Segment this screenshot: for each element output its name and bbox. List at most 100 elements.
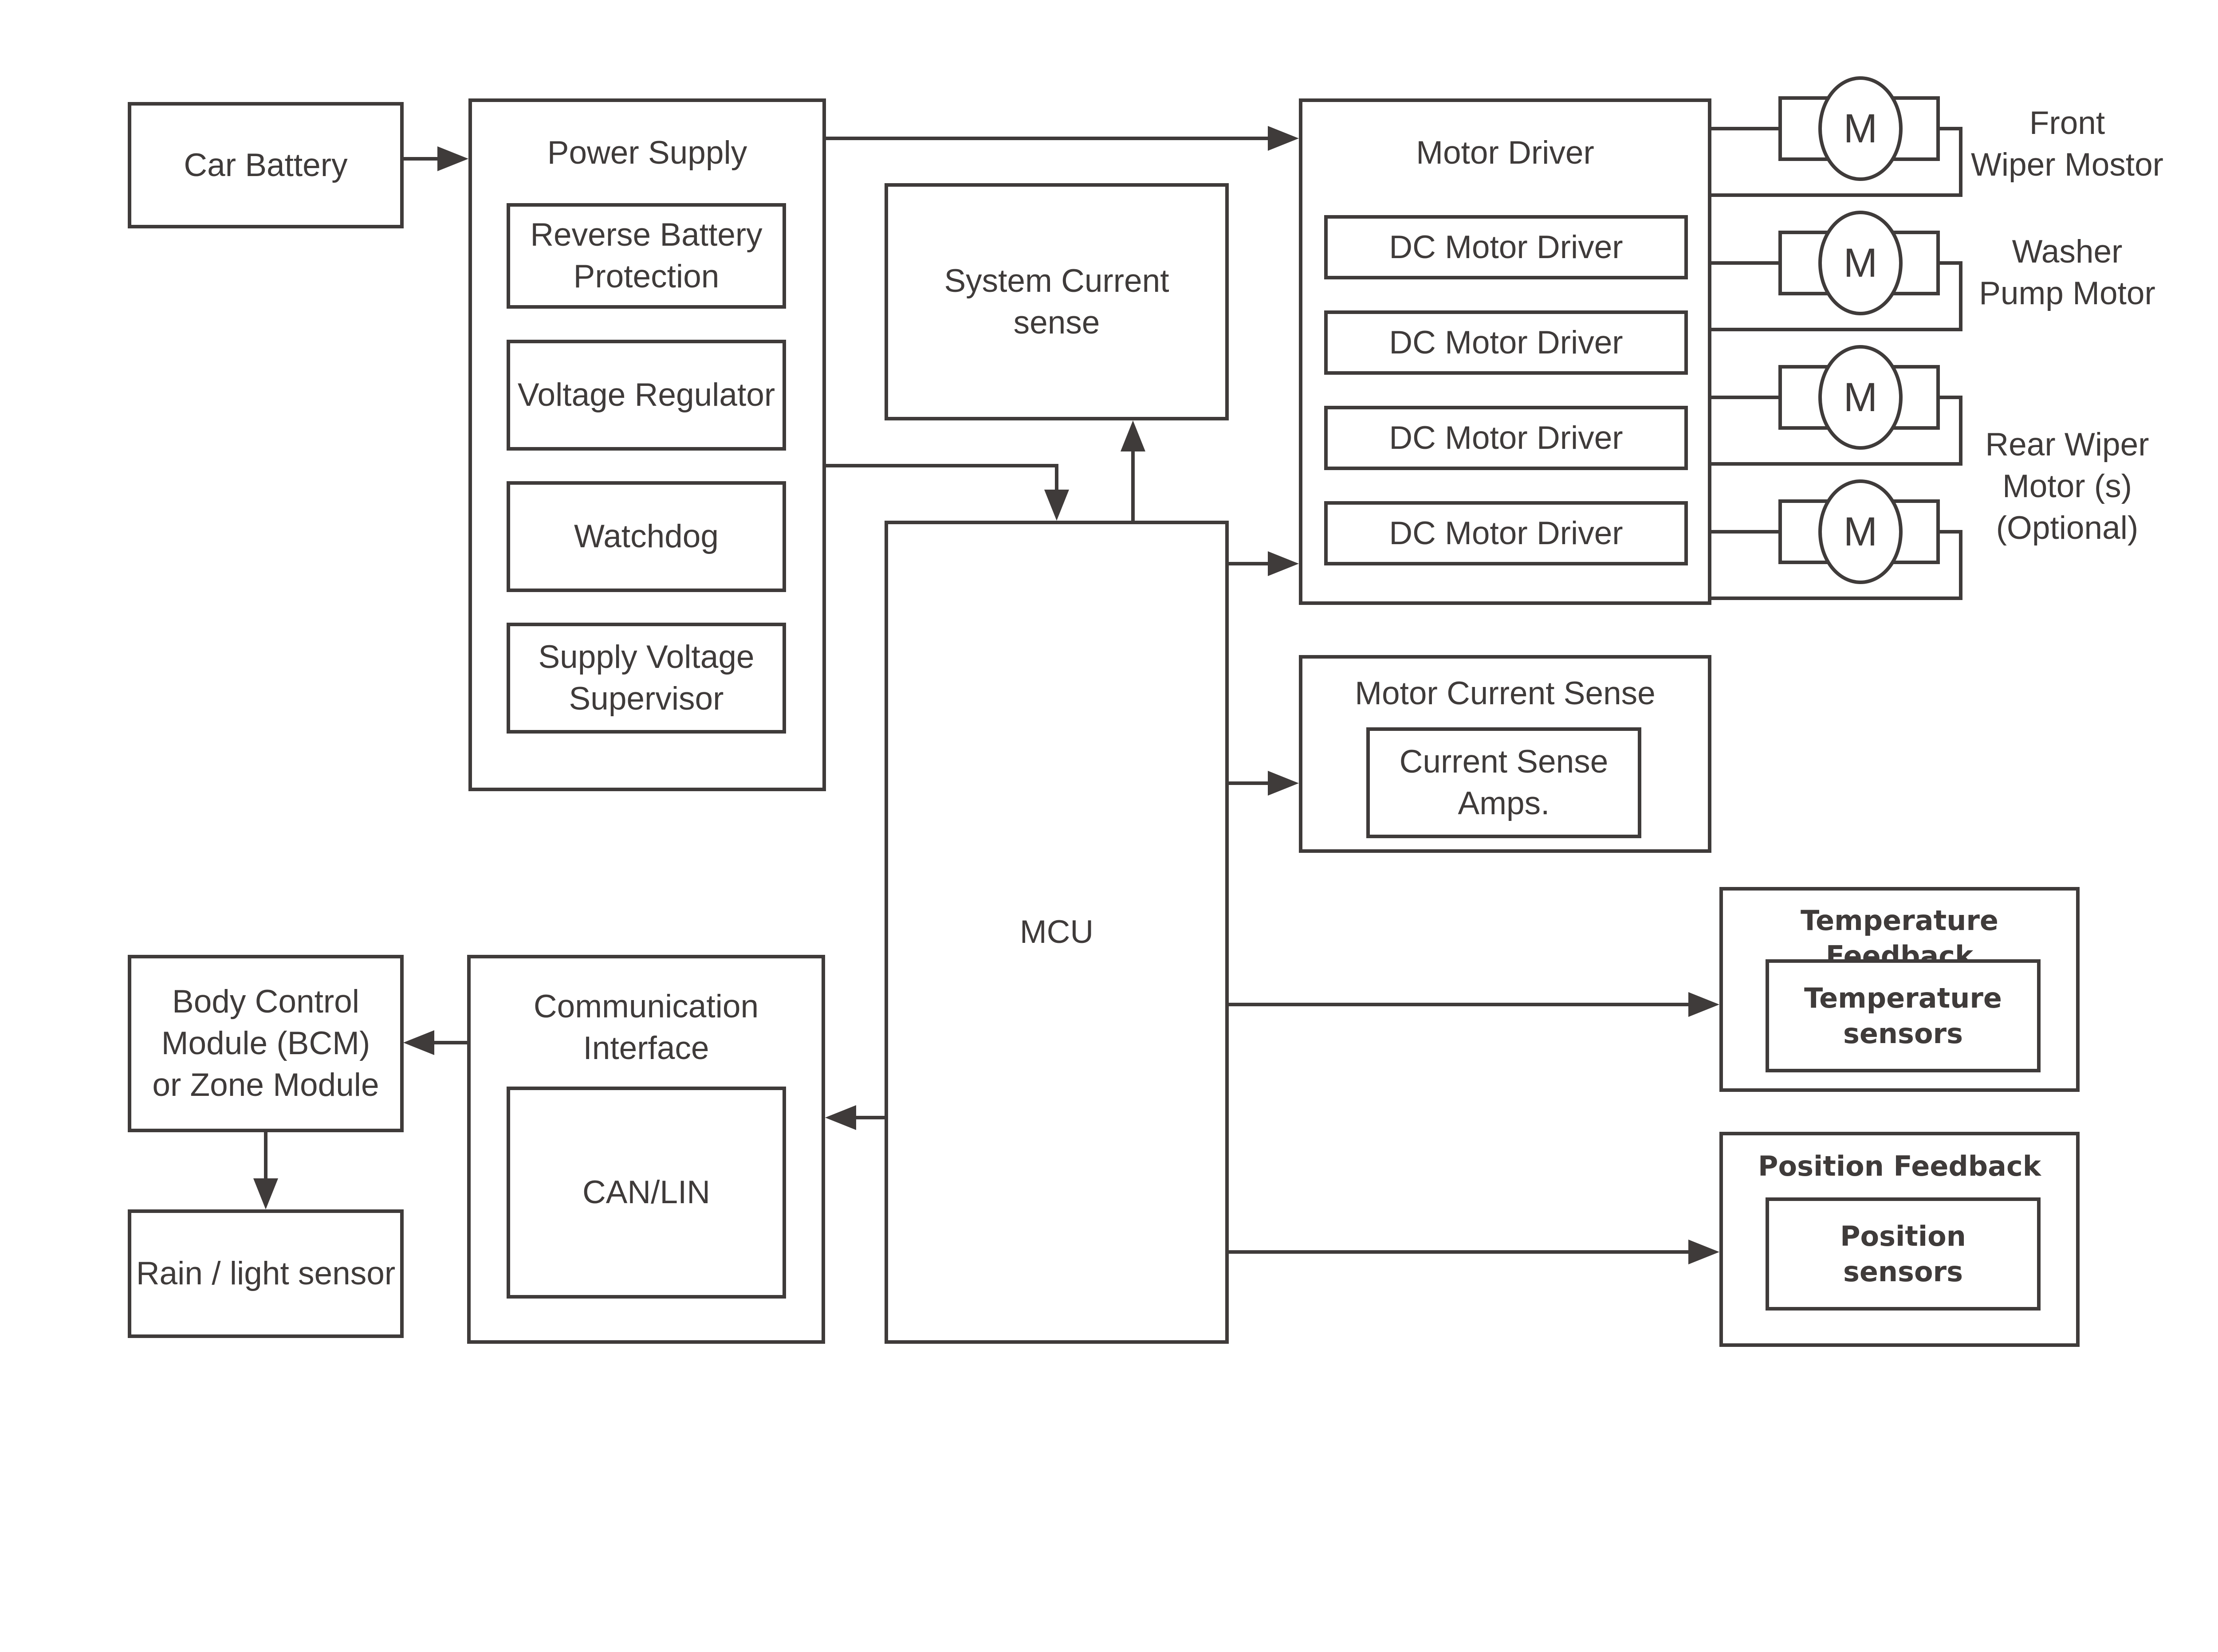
block-motor-driver: Motor Driver DC Motor Driver DC Motor Dr… [1299,98,1711,605]
wire-motor2-return-a [1940,261,1962,265]
arrowhead-bcm-to-rainsensor [253,1178,278,1209]
wire-motor1-return-a [1940,127,1962,130]
dc-motor-driver-4-label: DC Motor Driver [1389,515,1623,551]
arrowhead-battery-to-power [437,146,468,171]
position-sensors-line2: sensors [1843,1255,1963,1288]
dc-motor-driver-2-label: DC Motor Driver [1389,324,1623,361]
wire-motor4-return-b [1711,596,1962,600]
wire-mcu-to-motorsense [1229,781,1268,785]
can-lin-label: CAN/LIN [582,1174,710,1210]
label-washer-line1: Washer [2012,234,2123,270]
block-can-lin: CAN/LIN [507,1087,786,1299]
arrowhead-mcu-to-motordriver [1268,551,1299,576]
motor2-letter: M [1843,240,1878,286]
wire-comm-to-bcm [434,1041,467,1044]
mcu-label: MCU [1019,914,1094,950]
wire-power-to-mcu-h [826,464,1058,467]
label-front-wiper-line2: Wiper Mostor [1970,147,2163,183]
arrowhead-power-to-motordriver [1268,126,1299,151]
wire-mcu-to-tempfeedback [1229,1003,1688,1006]
system-current-sense-line1: System Current [944,263,1169,299]
watchdog-label: Watchdog [574,518,719,554]
wire-mcu-to-systemsense [1131,449,1135,521]
wire-motor2-return-b [1711,328,1962,331]
block-reverse-battery-protection: Reverse Battery Protection [507,203,786,309]
wire-motor3-return-a [1940,396,1962,399]
arrowhead-mcu-to-tempfeedback [1688,992,1719,1017]
block-dc-motor-driver-1: DC Motor Driver [1324,215,1688,279]
block-power-supply: Power Supply Reverse Battery Protection … [468,98,826,791]
label-front-wiper-motor: Front Wiper Mostor [1934,102,2200,186]
temperature-sensors-line1: Temperature [1804,981,2002,1014]
bcm-line2: Module (BCM) [161,1025,370,1061]
current-sense-amps-line2: Amps. [1458,785,1550,821]
block-car-battery: Car Battery [128,102,404,228]
position-sensors-line1: Position [1840,1220,1966,1252]
label-rear-line2: Motor (s) [2002,468,2132,504]
bcm-line3: or Zone Module [152,1067,379,1103]
wire-bcm-to-rainsensor [264,1132,267,1178]
motor2-symbol: M [1818,211,1903,315]
label-rear-line1: Rear Wiper [1985,427,2149,463]
system-current-sense-line2: sense [1013,304,1100,341]
block-system-current-sense: System Current sense [885,183,1229,420]
motor4-letter: M [1843,509,1878,554]
position-feedback-title: Position Feedback [1758,1150,2041,1182]
motor1-symbol: M [1818,76,1903,181]
block-mcu: MCU [885,521,1229,1344]
dc-motor-driver-1-label: DC Motor Driver [1389,229,1623,265]
block-dc-motor-driver-4: DC Motor Driver [1324,501,1688,565]
label-washer-pump-motor: Washer Pump Motor [1934,231,2200,314]
wire-motor3-supply [1711,396,1778,399]
motor-current-sense-title: Motor Current Sense [1355,675,1656,711]
wire-motor4-return-a [1940,530,1962,534]
motor1-letter: M [1843,106,1878,151]
arrowhead-mcu-to-systemsense [1121,420,1145,451]
rain-light-sensor-label: Rain / light sensor [136,1256,396,1291]
block-supply-voltage-supervisor: Supply Voltage Supervisor [507,623,786,734]
wire-motor1-return-b [1711,193,1962,197]
label-front-wiper-line1: Front [2029,105,2105,141]
block-current-sense-amps: Current Sense Amps. [1366,727,1641,838]
temperature-sensors-line2: sensors [1843,1017,1963,1050]
wire-power-to-motordriver [826,137,1268,140]
block-body-control-module: Body Control Module (BCM) or Zone Module [128,955,404,1132]
wire-motor4-supply [1711,530,1778,534]
wire-motor4-return-v [1959,530,1962,600]
voltage-regulator-label: Voltage Regulator [517,377,775,413]
arrowhead-comm-to-bcm [403,1030,434,1055]
motor4-symbol: M [1818,479,1903,584]
wire-motor3-return-b [1711,462,1962,466]
block-communication-interface: Communication Interface CAN/LIN [467,955,825,1344]
wire-motor2-supply [1711,261,1778,265]
label-washer-line2: Pump Motor [1979,275,2155,311]
supply-voltage-line1: Supply Voltage [538,639,755,675]
arrowhead-mcu-to-posfeedback [1688,1240,1719,1264]
reverse-battery-line2: Protection [573,259,720,294]
current-sense-amps-line1: Current Sense [1399,744,1608,780]
block-position-feedback: Position Feedback Position sensors [1719,1132,2080,1347]
arrowhead-mcu-to-motorsense [1268,771,1299,796]
motor3-symbol: M [1818,345,1903,450]
wire-power-to-mcu-v [1055,464,1058,491]
supply-voltage-line2: Supervisor [569,681,724,717]
wire-motor1-supply [1711,127,1778,130]
block-voltage-regulator: Voltage Regulator [507,340,786,451]
bcm-line1: Body Control [172,984,359,1020]
wire-mcu-to-motordriver [1229,562,1268,565]
block-dc-motor-driver-2: DC Motor Driver [1324,310,1688,375]
communication-interface-title: Communication Interface [471,986,822,1069]
block-temperature-sensors: Temperature sensors [1766,959,2041,1072]
motor-driver-title: Motor Driver [1416,135,1594,171]
communication-interface-title-line1: Communication [533,989,759,1024]
car-battery-label: Car Battery [184,147,348,183]
communication-interface-title-line2: Interface [583,1030,709,1066]
wire-motor1-return-v [1959,127,1962,197]
dc-motor-driver-3-label: DC Motor Driver [1389,420,1623,456]
reverse-battery-line1: Reverse Battery [530,217,763,253]
motor3-letter: M [1843,374,1878,420]
label-rear-line3: (Optional) [1996,510,2139,546]
block-position-sensors: Position sensors [1766,1197,2041,1311]
wire-mcu-to-comm [856,1116,885,1119]
